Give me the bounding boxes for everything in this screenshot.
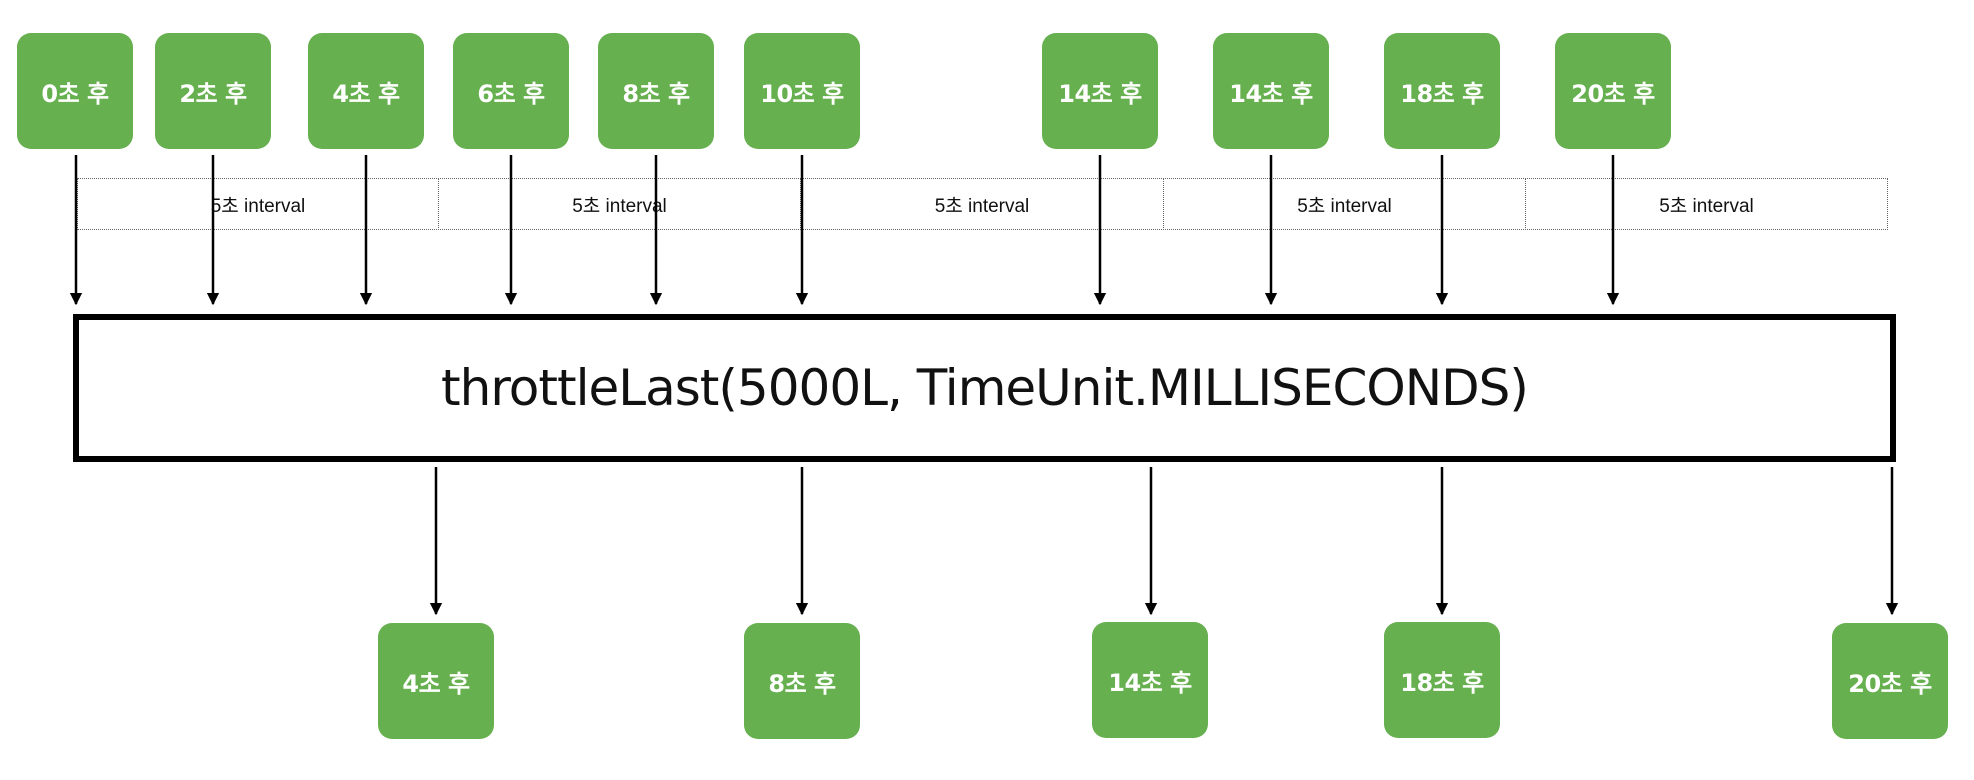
interval-band: 5초 interval (1525, 178, 1888, 230)
operator-box: throttleLast(5000L, TimeUnit.MILLISECOND… (73, 314, 1896, 462)
input-event-box: 20초 후 (1555, 33, 1671, 149)
output-event-box: 20초 후 (1832, 623, 1948, 739)
input-event-box: 18초 후 (1384, 33, 1500, 149)
output-event-box: 4초 후 (378, 623, 494, 739)
input-event-box: 2초 후 (155, 33, 271, 149)
output-event-box: 8초 후 (744, 623, 860, 739)
input-event-box: 0초 후 (17, 33, 133, 149)
input-event-box: 4초 후 (308, 33, 424, 149)
input-event-box: 14초 후 (1213, 33, 1329, 149)
input-event-box: 8초 후 (598, 33, 714, 149)
operator-label: throttleLast(5000L, TimeUnit.MILLISECOND… (441, 359, 1529, 417)
input-event-box: 14초 후 (1042, 33, 1158, 149)
interval-band: 5초 interval (438, 178, 801, 230)
output-event-box: 18초 후 (1384, 622, 1500, 738)
interval-band: 5초 interval (77, 178, 439, 230)
interval-band: 5초 interval (800, 178, 1164, 230)
output-event-box: 14초 후 (1092, 622, 1208, 738)
interval-band: 5초 interval (1163, 178, 1526, 230)
input-event-box: 10초 후 (744, 33, 860, 149)
input-event-box: 6초 후 (453, 33, 569, 149)
